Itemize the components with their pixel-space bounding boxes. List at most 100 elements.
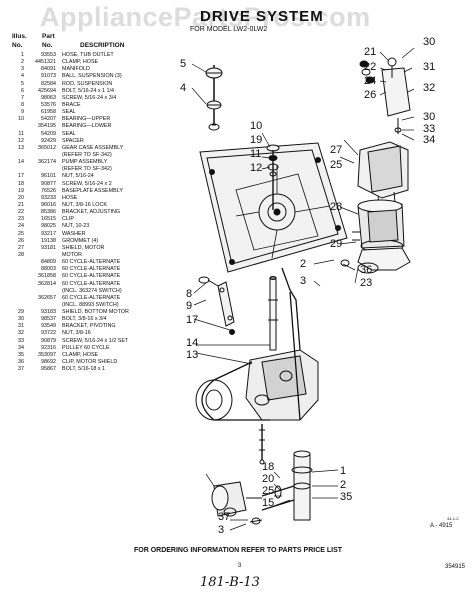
parts-part-no: 365012 (38, 144, 56, 151)
parts-part-no: 93549 (41, 323, 56, 330)
parts-description: NUT, 3/8-16 (62, 330, 91, 337)
parts-description: GROMMET (4) (62, 237, 99, 244)
callout-number: 37 (218, 511, 230, 523)
parts-row: 28 MOTOR (10, 252, 195, 259)
parts-description: 60 CYCLE-ALTERNATE (62, 294, 121, 301)
parts-description: SCREW, 5/16-24 x 1/2 SET (62, 337, 129, 344)
parts-part-no: 54207 (41, 116, 56, 123)
parts-row: (REFER TO SF-342) (10, 152, 195, 159)
drive-shaft (269, 277, 277, 351)
callout-number: 2 (300, 258, 306, 270)
parts-description: BOLT, 5/16-18 x 1 (62, 366, 106, 373)
page-title: DRIVE SYSTEM (200, 8, 324, 25)
parts-illus-no: 36 (18, 359, 24, 366)
parts-illus-no: 28 (18, 251, 24, 258)
callout-number: 33 (423, 123, 435, 135)
parts-part-no: 98025 (41, 223, 56, 230)
parts-description: ROD, SUSPENSION (62, 80, 113, 87)
callout-number: 4 (180, 82, 186, 94)
parts-illus-no: 9 (21, 109, 24, 116)
parts-part-no: 85386 (41, 209, 56, 216)
parts-description: 60 CYCLE-ALTERNATE (62, 259, 121, 266)
callout-number: 10 (250, 120, 262, 132)
callout-number: 13 (186, 349, 198, 361)
parts-illus-no: 23 (18, 216, 24, 223)
parts-part-no: 54209 (41, 130, 56, 137)
parts-description: SEAL (62, 130, 76, 137)
parts-part-no: 19138 (41, 237, 56, 244)
parts-description: HOSE (62, 194, 78, 201)
callout-number: 27 (330, 144, 342, 156)
parts-description: 60 CYCLE-ALTERNATE (62, 266, 121, 273)
parts-part-no: 16515 (41, 216, 56, 223)
parts-description: BEARING—UPPER (62, 116, 111, 123)
parts-description: BEARING—LOWER (62, 123, 112, 130)
parts-part-no: 92429 (41, 137, 56, 144)
parts-illus-no: 30 (18, 316, 24, 323)
parts-description: (INCL. 363274 SWITCH) (62, 287, 122, 294)
parts-part-no: 96101 (41, 173, 56, 180)
parts-row: (REFER TO SF-342) (10, 166, 195, 173)
parts-illus-no: 14 (18, 159, 24, 166)
figure-code-small: 44-1-2 (447, 516, 459, 521)
parts-description: BRACKET, ADJUSTING (62, 209, 121, 216)
parts-description: BOLT, 3/8-16 x 3/4 (62, 316, 107, 323)
callout-number: 9 (186, 300, 192, 312)
parts-illus-no: 27 (18, 244, 24, 251)
parts-description: 60 CYCLE-ALTERNATE (62, 273, 121, 280)
callout-number: 11 (250, 148, 261, 160)
callout-number: 36 (360, 264, 372, 276)
parts-part-no: 93553 (41, 52, 56, 58)
parts-illus-no: 31 (18, 323, 24, 330)
parts-illus-no: 25 (18, 230, 24, 237)
parts-illus-no: 11 (18, 130, 24, 137)
parts-part-no: 93722 (41, 330, 56, 337)
model-subtitle: FOR MODEL LW2-0LW2 (190, 26, 268, 33)
parts-part-no: 93183 (41, 309, 56, 316)
parts-description: PUMP ASSEMBLY (62, 159, 108, 166)
parts-description: NUT, 5/16-24 (62, 173, 94, 180)
parts-description: MOTOR (62, 251, 82, 258)
callout-number: 29 (330, 238, 342, 250)
watermark: AppliancePartsPros.com (40, 2, 371, 32)
callout-number: 8 (186, 288, 192, 300)
parts-illus-no: 1 (21, 52, 24, 58)
callout-number: 3 (300, 275, 306, 287)
callout-number: 15 (262, 497, 274, 509)
col-header-no2: No. (42, 42, 53, 49)
parts-part-no: 98063 (41, 94, 56, 101)
parts-part-no: 88003 (41, 266, 56, 273)
parts-part-no: 61958 (41, 109, 56, 116)
callout-number: 24 (364, 75, 376, 87)
callout-number: 28 (330, 201, 342, 213)
parts-part-no: 93217 (41, 230, 56, 237)
parts-description: NUT, 3/8-16 LOCK (62, 201, 107, 208)
parts-row: 354195 BEARING—LOWER (10, 123, 195, 130)
callout-number: 23 (360, 277, 372, 289)
callout-number: 32 (423, 82, 435, 94)
parts-description: (INCL. 88993 SWITCH) (62, 301, 119, 308)
parts-description: BRACKET, PIVOTING (62, 323, 116, 330)
parts-part-no: 425694 (38, 87, 56, 94)
parts-part-no: 93233 (41, 194, 56, 201)
hose (261, 485, 295, 511)
parts-part-no: 95867 (41, 366, 56, 373)
parts-part-no: 91073 (41, 73, 56, 80)
parts-description: PULLEY 60 CYCLE (62, 344, 110, 351)
col-header-illus: Illus. (12, 33, 27, 40)
parts-part-no: 354195 (38, 123, 56, 130)
callout-number: 19 (250, 134, 262, 146)
